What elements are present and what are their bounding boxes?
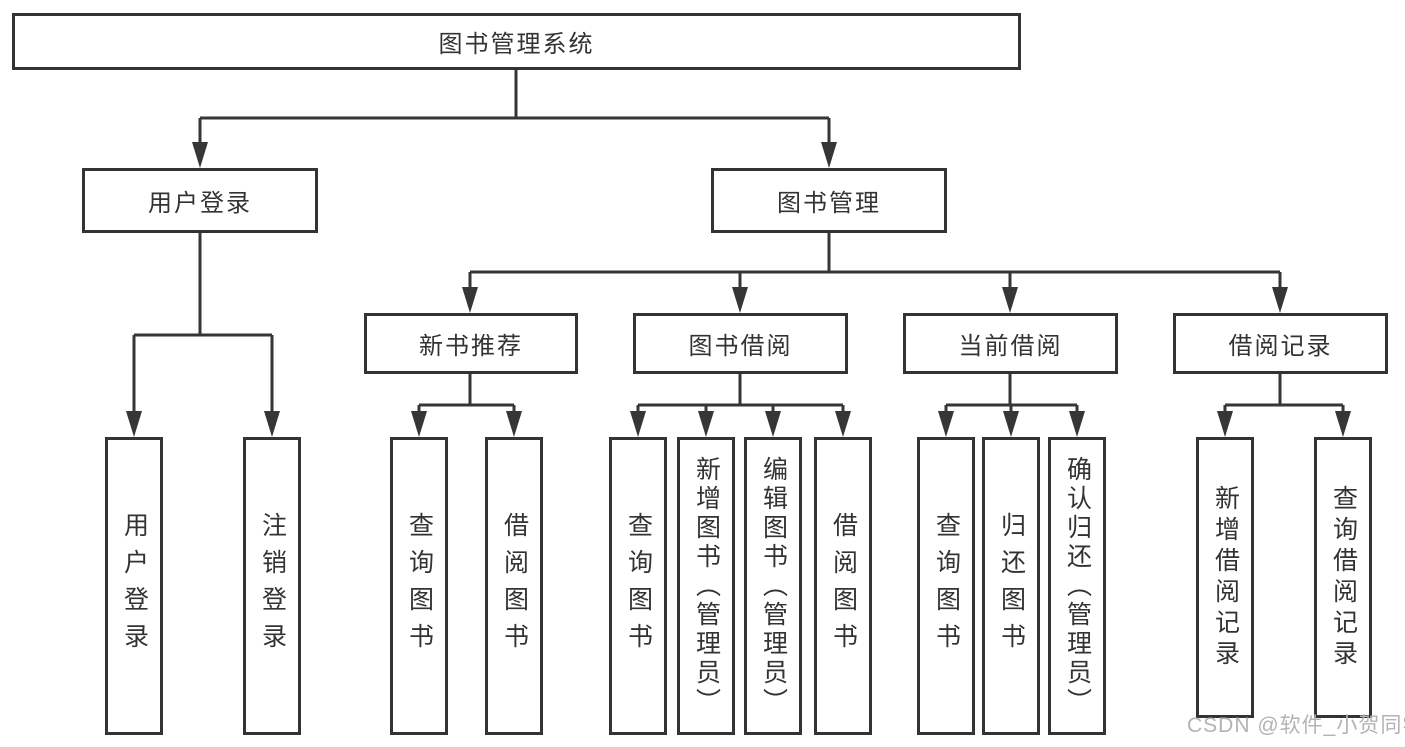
node-borrow-records-label: 借阅记录 [1228, 333, 1333, 360]
leaf-return-book: 归还图书 [982, 437, 1040, 735]
arrowhead [938, 411, 954, 437]
arrowhead [1217, 411, 1233, 437]
connector-book-management-children [468, 232, 1282, 291]
connector-borrow-records-children [1223, 374, 1345, 415]
leaf-query-books-recommend-label: 查询图书 [405, 512, 434, 660]
arrowheads [126, 142, 1351, 437]
leaf-borrow-books-recommend: 借阅图书 [485, 437, 543, 735]
leaf-query-books-recommend: 查询图书 [390, 437, 448, 735]
arrowhead [1272, 287, 1288, 313]
arrowhead [411, 411, 427, 437]
node-user-login: 用户登录 [82, 168, 318, 233]
arrowhead [1003, 411, 1019, 437]
node-book-borrow-label: 图书借阅 [688, 333, 793, 360]
arrowhead [1069, 411, 1085, 437]
arrowhead [630, 411, 646, 437]
leaf-logout: 注销登录 [243, 437, 301, 735]
leaf-add-borrow-record: 新增借阅记录 [1196, 437, 1254, 718]
node-root-label: 图书管理系统 [438, 31, 595, 58]
arrowhead [126, 411, 142, 437]
leaf-add-book-admin: 新增图书（管理员） [677, 437, 735, 735]
arrowhead [1335, 411, 1351, 437]
connector-root-to-level2 [198, 69, 831, 146]
leaf-confirm-return-admin: 确认归还（管理员） [1048, 437, 1106, 735]
leaf-borrow-books-recommend-label: 借阅图书 [500, 512, 529, 660]
arrowhead [835, 411, 851, 437]
leaf-edit-book-admin: 编辑图书（管理员） [744, 437, 802, 735]
leaf-borrow-books: 借阅图书 [814, 437, 872, 735]
leaf-query-borrow-record-label: 查询借阅记录 [1329, 484, 1358, 671]
arrowhead [192, 142, 208, 168]
connector-new-book-children [417, 374, 516, 415]
arrowhead [732, 287, 748, 313]
leaf-logout-label: 注销登录 [258, 512, 287, 660]
leaf-add-book-admin-label: 新增图书（管理员） [692, 455, 721, 717]
node-book-management: 图书管理 [711, 168, 947, 233]
node-new-book-recommend: 新书推荐 [364, 313, 578, 374]
node-current-borrow-label: 当前借阅 [958, 333, 1063, 360]
arrowhead [462, 287, 478, 313]
leaf-borrow-books-label: 借阅图书 [829, 512, 858, 660]
leaf-user-login-label: 用户登录 [120, 512, 149, 660]
leaf-query-borrow-record: 查询借阅记录 [1314, 437, 1372, 718]
arrowhead [506, 411, 522, 437]
leaf-query-books-current-label: 查询图书 [932, 512, 961, 660]
connector-book-borrow-children [636, 374, 845, 415]
arrowhead [698, 411, 714, 437]
watermark: CSDN @软件_小贺同学 [1187, 714, 1405, 737]
leaf-user-login: 用户登录 [105, 437, 163, 735]
node-book-borrow: 图书借阅 [633, 313, 848, 374]
leaf-query-books-current: 查询图书 [917, 437, 975, 735]
leaf-edit-book-admin-label: 编辑图书（管理员） [759, 455, 788, 717]
connector-user-login-children [132, 232, 274, 415]
node-book-management-label: 图书管理 [777, 190, 881, 217]
arrowhead [765, 411, 781, 437]
leaf-return-book-label: 归还图书 [997, 512, 1026, 660]
node-root: 图书管理系统 [12, 13, 1021, 70]
arrowhead [1002, 287, 1018, 313]
connector-current-borrow-children [944, 374, 1079, 415]
node-current-borrow: 当前借阅 [903, 313, 1118, 374]
node-new-book-recommend-label: 新书推荐 [419, 333, 523, 360]
arrowhead [821, 142, 837, 168]
node-user-login-label: 用户登录 [148, 190, 252, 217]
leaf-add-borrow-record-label: 新增借阅记录 [1211, 484, 1240, 671]
arrowhead [264, 411, 280, 437]
leaf-query-books-borrow-label: 查询图书 [624, 512, 653, 660]
leaf-confirm-return-admin-label: 确认归还（管理员） [1063, 455, 1092, 717]
node-borrow-records: 借阅记录 [1173, 313, 1388, 374]
leaf-query-books-borrow: 查询图书 [609, 437, 667, 735]
